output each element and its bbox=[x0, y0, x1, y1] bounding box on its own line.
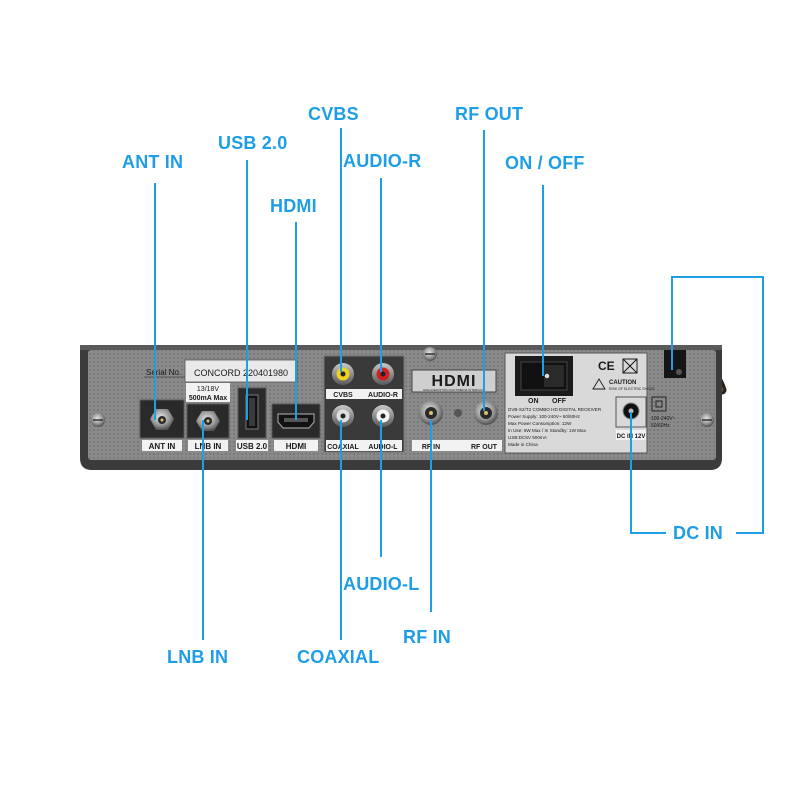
callout-ant-in: ANT IN bbox=[122, 152, 184, 172]
callout-leader-lines bbox=[154, 128, 764, 640]
spec-line-2: Power Supply: 100-240V~ 50/60Hz bbox=[508, 414, 581, 419]
callout-audio-r: AUDIO-R bbox=[343, 151, 422, 171]
lnb-spec-line-2: 500mA Max bbox=[189, 395, 227, 402]
rf-out-label: RF OUT bbox=[471, 444, 498, 451]
warning-triangle-icon bbox=[592, 378, 606, 390]
serial-label: Serial No. bbox=[146, 368, 181, 377]
dc-spec-line-1: 100-240V~ bbox=[651, 416, 676, 422]
lnb-spec-plate bbox=[186, 383, 230, 402]
recycle-bin-icon bbox=[622, 358, 638, 374]
spec-line-6: Made in China bbox=[508, 442, 538, 447]
caution-label: CAUTION bbox=[609, 380, 636, 386]
callout-coaxial: COAXIAL bbox=[297, 647, 380, 667]
hdmi-logo-subtitle: HIGH-DEFINITION MULTIMEDIA INTERFACE bbox=[423, 388, 485, 392]
callout-on-off: ON / OFF bbox=[505, 153, 585, 173]
callout-lnb-in: LNB IN bbox=[167, 647, 229, 667]
lnb-in-label-plate bbox=[188, 440, 228, 451]
panel-screws bbox=[91, 347, 714, 427]
leader-dc-in-left bbox=[630, 412, 666, 534]
spec-line-3: Max Power Consumption: 12W bbox=[508, 421, 572, 426]
callout-dc-in: DC IN bbox=[673, 523, 723, 543]
caution-subtitle: RISK OF ELECTRIC SHOCK bbox=[609, 387, 655, 391]
callout-rf-out: RF OUT bbox=[455, 104, 524, 124]
hdmi-label: HDMI bbox=[286, 442, 306, 451]
spec-line-4: In Use: 6W Max / In Standby: 1W Max bbox=[508, 428, 587, 433]
spec-line-5: USB:DC5V 500mA bbox=[508, 435, 548, 440]
usb-label-plate bbox=[236, 440, 268, 451]
hdmi-logo: HDMI bbox=[432, 373, 477, 390]
lnb-in-label: LNB IN bbox=[195, 442, 222, 451]
dc-spec-line-2: 50/60Hz bbox=[651, 423, 670, 429]
spec-line-1: DVB-S2/T2 COMBO HD DIGITAL RECEIVER bbox=[508, 407, 602, 412]
callout-hdmi: HDMI bbox=[270, 196, 317, 216]
ce-mark: CE bbox=[598, 359, 615, 373]
switch-off-label: OFF bbox=[552, 398, 567, 405]
switch-on-label: ON bbox=[528, 398, 539, 405]
dc-plug bbox=[664, 350, 686, 378]
rf-label-plate bbox=[412, 440, 502, 451]
callout-usb: USB 2.0 bbox=[218, 133, 288, 153]
ant-in-label: ANT IN bbox=[149, 442, 176, 451]
double-insulation-icon bbox=[651, 396, 667, 412]
cvbs-label: CVBS bbox=[333, 392, 353, 399]
callout-audio-l: AUDIO-L bbox=[343, 574, 420, 594]
audio-r-label: AUDIO-R bbox=[368, 392, 398, 399]
serial-value: CONCORD 220401980 bbox=[194, 368, 288, 378]
hdmi-logo-plate bbox=[411, 369, 497, 393]
spec-text: DVB-S2/T2 COMBO HD DIGITAL RECEIVER Powe… bbox=[508, 407, 602, 447]
coaxial-label: COAXIAL bbox=[327, 444, 359, 451]
chassis-top-edge bbox=[80, 345, 722, 350]
hdmi-label-plate bbox=[274, 440, 318, 451]
av-top-label-plate bbox=[326, 389, 402, 399]
callout-rf-in: RF IN bbox=[403, 627, 451, 647]
ant-in-label-plate bbox=[142, 440, 182, 451]
leader-dc-in-right bbox=[671, 276, 764, 534]
lnb-spec-line-1: 13/18V bbox=[197, 386, 220, 393]
audio-l-label: AUDIO-L bbox=[368, 444, 398, 451]
callout-cvbs: CVBS bbox=[308, 104, 359, 124]
power-switch-rocker[interactable] bbox=[544, 365, 564, 387]
av-bottom-label-plate bbox=[326, 440, 402, 451]
usb-label: USB 2.0 bbox=[237, 442, 268, 451]
